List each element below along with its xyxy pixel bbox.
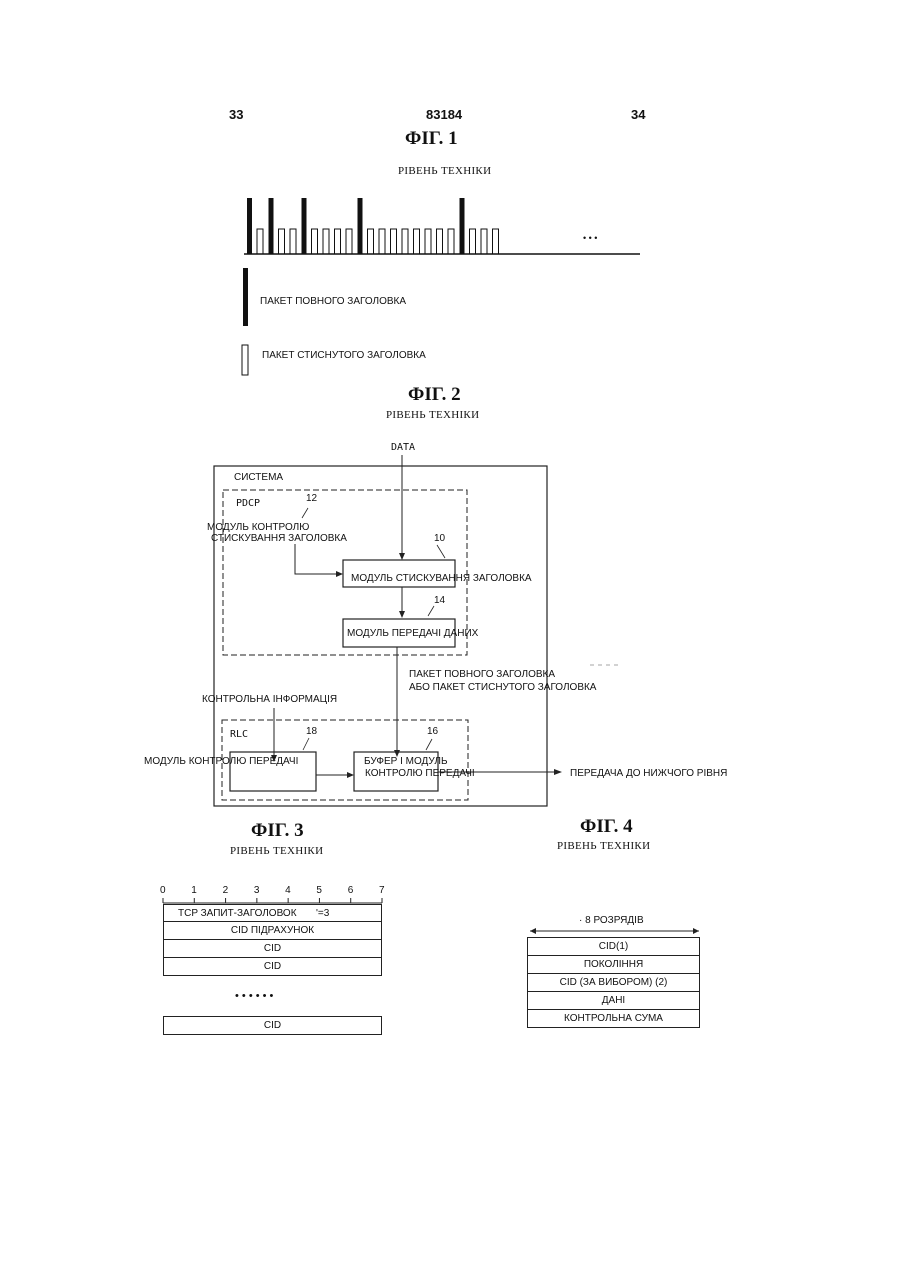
fig4-row: CID (ЗА ВИБОРОМ) (2)	[527, 973, 700, 992]
fig4-row: ПОКОЛІННЯ	[527, 955, 700, 974]
fig4-row: ДАНІ	[527, 991, 700, 1010]
fig4-width-label: · 8 РОЗРЯДІВ	[579, 915, 644, 926]
fig4-row: CID(1)	[527, 937, 700, 956]
fig4-row: КОНТРОЛЬНА СУМА	[527, 1009, 700, 1028]
